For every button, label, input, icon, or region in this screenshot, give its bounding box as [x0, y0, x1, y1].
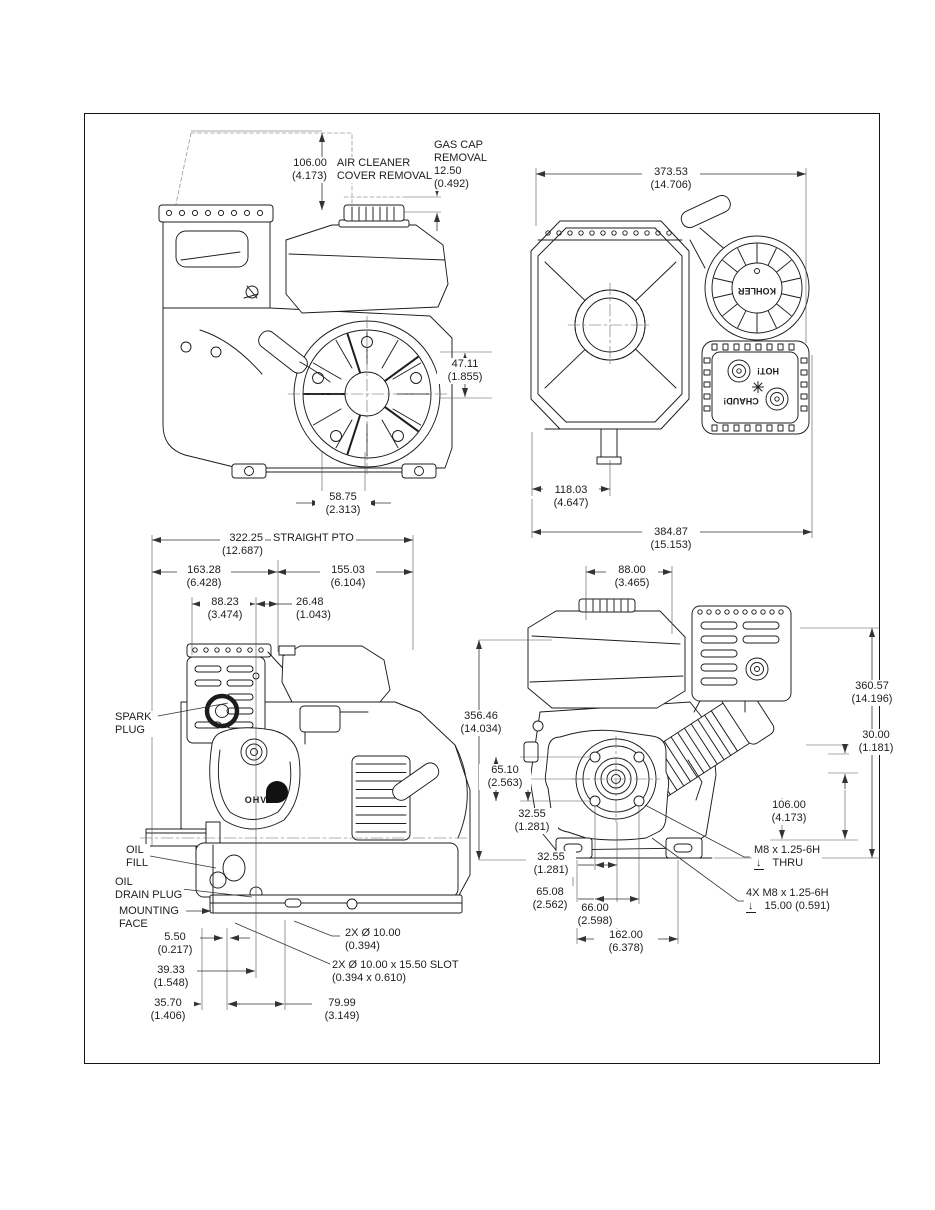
- callout-m8-thru: M8 x 1.25-6H ↓THRU: [752, 844, 823, 870]
- dim-shaft-height: 47.11 (1.855): [437, 358, 493, 384]
- front-view-art: [158, 132, 453, 479]
- pto-view-art: [523, 598, 792, 859]
- sheet-border: [84, 113, 880, 1064]
- dim-shaft-offset: 58.75 (2.313): [315, 491, 371, 517]
- dim-height-left: 356.46 (14.034): [452, 710, 510, 736]
- dim-mid-length: 88.23 (3.474): [200, 596, 250, 622]
- dim-foot-offset: 5.50 (0.217): [150, 931, 200, 957]
- dim-gas-cap-removal: GAS CAP REMOVAL 12.50 (0.492): [432, 139, 489, 191]
- dim-hole-spacing-v: 65.10 (2.563): [479, 764, 531, 790]
- dim-hole-span: 79.99 (3.149): [315, 997, 369, 1023]
- dim-hole-spacing-h: 65.08 (2.562): [524, 886, 576, 912]
- label-mounting-face: MOUNTING FACE: [117, 905, 181, 931]
- dim-tank-width: 88.00 (3.465): [606, 564, 658, 590]
- depth-symbol: ↓: [754, 857, 764, 870]
- dim-body-width: 373.53 (14.706): [642, 166, 700, 192]
- label-oil-fill: OIL FILL: [124, 844, 151, 870]
- callout-mounting-holes: 2X Ø 10.00 (0.394): [343, 927, 403, 953]
- dim-shaft-to-edge: 118.03 (4.647): [543, 484, 599, 510]
- dim-shaft-drop: 30.00 (1.181): [849, 729, 903, 755]
- dim-right-length: 155.03 (6.104): [320, 564, 376, 590]
- rear-view-art: KOHLER: [530, 195, 810, 465]
- kohler-brand-text: KOHLER: [738, 286, 777, 296]
- label-spark-plug: SPARK PLUG: [113, 711, 154, 737]
- side-view-art: OHV: [139, 643, 471, 914]
- dim-half-spacing-left: 32.55 (1.281): [506, 808, 558, 834]
- dim-half-spacing-bottom: 32.55 (1.281): [526, 851, 576, 877]
- dim-overall-width: 384.87 (15.153): [642, 526, 700, 552]
- callout-m8-tapped: 4X M8 x 1.25-6H ↓15.00 (0.591): [744, 887, 834, 913]
- chaud-warning-text: CHAUD!: [723, 396, 759, 406]
- dim-short-length: 26.48 (1.043): [294, 596, 333, 622]
- dim-height-right: 360.57 (14.196): [842, 680, 902, 706]
- dim-base-width: 162.00 (6.378): [594, 929, 658, 955]
- dim-foot-span: 66.00 (2.598): [571, 902, 619, 928]
- label-oil-drain-plug: OIL DRAIN PLUG: [113, 876, 185, 902]
- housing-ribs: [703, 343, 808, 432]
- dim-left-length: 163.28 (6.428): [177, 564, 231, 590]
- recoil-fins: [713, 243, 801, 333]
- hot-warning-text: HOT!: [757, 366, 779, 376]
- dim-offset-right: 106.00 (4.173): [762, 799, 816, 825]
- ohv-cover-text: OHV: [245, 795, 268, 805]
- depth-symbol: ↓: [746, 900, 756, 913]
- dim-slot-offset: 39.33 (1.548): [145, 964, 197, 990]
- callout-mounting-slots: 2X Ø 10.00 x 15.50 SLOT (0.394 x 0.610): [330, 959, 461, 985]
- dim-hole-offset: 35.70 (1.406): [142, 997, 194, 1023]
